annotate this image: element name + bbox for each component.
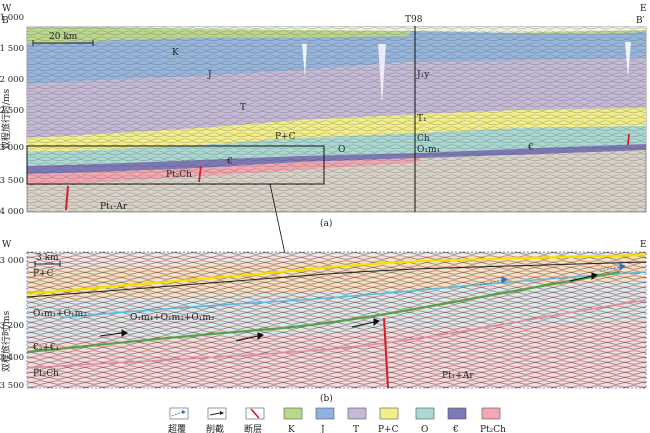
legend-label-fault: 断层 bbox=[244, 423, 262, 433]
panel-a-caption: (a) bbox=[320, 218, 332, 229]
horizon-pink bbox=[26, 299, 647, 369]
legend-label-t: T bbox=[353, 425, 359, 433]
fault-a1 bbox=[65, 185, 69, 211]
legend-item-o: O bbox=[415, 407, 435, 433]
label-k: K bbox=[172, 48, 179, 58]
panel-a-y-axis-label: 双程旅行时/ms bbox=[0, 88, 12, 150]
label-b-ptch: Pt₂Ch bbox=[33, 369, 59, 379]
well-label: T98 bbox=[405, 15, 423, 25]
y-tick-b-3000: 3 000 bbox=[0, 256, 24, 266]
label-pc: P+C bbox=[275, 132, 296, 142]
zoom-box bbox=[26, 145, 325, 185]
legend-item-t: T bbox=[347, 407, 367, 433]
legend-item-fault: 断层 bbox=[244, 407, 265, 433]
bright-anomaly-2 bbox=[378, 44, 386, 104]
y-tick-a-2500: 2 500 bbox=[0, 106, 24, 116]
label-jy: J₁y bbox=[416, 70, 430, 80]
seismic-texture-a bbox=[27, 27, 646, 212]
label-ch: Ch bbox=[417, 134, 430, 144]
panel-b-y-axis: 3 000 3 200 3 400 3 500 双程旅行时/ms bbox=[0, 256, 24, 391]
y-tick-b-3500: 3 500 bbox=[0, 381, 24, 391]
legend-label-cambrian: € bbox=[452, 425, 459, 433]
panel-a: W B E B′ T98 20 km bbox=[0, 4, 647, 255]
label-ptch: Pt₂Ch bbox=[166, 170, 192, 180]
y-tick-a-4000: 4 000 bbox=[0, 207, 24, 217]
fault-a2 bbox=[198, 165, 202, 183]
label-b-ptar: Pt₁+Ar bbox=[442, 371, 474, 381]
label-t: T bbox=[240, 103, 246, 113]
panel-b-caption: (b) bbox=[320, 393, 333, 404]
legend-label-onlap: 超覆 bbox=[168, 423, 186, 433]
label-ptar: Pt₁-Ar bbox=[100, 202, 128, 212]
y-tick-a-3500: 3 500 bbox=[0, 176, 24, 186]
legend-label-j: J bbox=[320, 425, 325, 433]
fault-b1 bbox=[383, 317, 389, 389]
label-cambrian-west: € bbox=[226, 157, 233, 167]
scale-bar-a: 20 km bbox=[32, 32, 94, 46]
legend-item-onlap: 超覆 bbox=[168, 407, 189, 433]
panel-a-right-section-label: B′ bbox=[636, 16, 645, 26]
legend-label-pc: P+C bbox=[378, 425, 399, 433]
panel-b-y-axis-label: 双程旅行时/ms bbox=[0, 310, 12, 372]
horizon-green bbox=[26, 270, 621, 354]
horizon-blue bbox=[59, 271, 647, 319]
onlap-arrows bbox=[479, 263, 626, 286]
horizon-yellow bbox=[26, 253, 647, 296]
legend-item-truncation: 削截 bbox=[206, 407, 227, 433]
panel-b-west-label: W bbox=[2, 240, 12, 250]
legend-item-k: K bbox=[283, 407, 303, 433]
label-b-cambrian: €₂+€₁ bbox=[32, 343, 59, 353]
y-tick-b-3200: 3 200 bbox=[0, 321, 24, 331]
legend-label-k: K bbox=[288, 425, 295, 433]
legend-item-ptch: Pt₂Ch bbox=[480, 407, 506, 433]
legend-label-ptch: Pt₂Ch bbox=[480, 425, 506, 433]
legend-item-j: J bbox=[315, 407, 335, 433]
panel-a-left-section-label: B bbox=[2, 16, 9, 26]
y-tick-a-2000: 2 000 bbox=[0, 75, 24, 85]
label-b-pc: P+C bbox=[33, 269, 54, 279]
scale-bar-b: 3 km bbox=[34, 253, 61, 267]
bright-anomaly-1 bbox=[302, 44, 307, 78]
y-tick-a-3000: 3 000 bbox=[0, 143, 24, 153]
zoom-connector bbox=[269, 183, 286, 255]
label-b-om1: O₁m₁+O₁m₂ bbox=[33, 309, 87, 319]
legend-label-truncation: 削截 bbox=[206, 423, 224, 433]
legend-item-pc: P+C bbox=[378, 407, 399, 433]
fault-a3 bbox=[627, 133, 630, 146]
panel-a-east-label: E bbox=[640, 4, 647, 14]
label-o: O bbox=[338, 145, 345, 155]
seismic-texture-b bbox=[27, 252, 646, 388]
scale-bar-b-label: 3 km bbox=[36, 253, 59, 263]
legend-item-cambrian: € bbox=[447, 407, 467, 433]
y-tick-a-1500: 1 500 bbox=[0, 44, 24, 54]
panel-b-east-label: E bbox=[640, 240, 647, 250]
truncation-arrows bbox=[99, 272, 598, 342]
scale-bar-a-label: 20 km bbox=[49, 32, 78, 42]
bright-anomaly-3 bbox=[625, 42, 631, 78]
label-om: O₁m₁ bbox=[417, 145, 440, 155]
panel-a-y-axis: 1 000 1 500 2 000 2 500 3 000 3 500 4 00… bbox=[0, 13, 24, 217]
legend: 超覆 削截 断层 K J T P+C bbox=[168, 407, 506, 433]
label-t1: T₁ bbox=[417, 114, 427, 124]
label-j: J bbox=[207, 70, 212, 80]
panel-b: W E 3 km bbox=[0, 240, 647, 404]
horizon-black bbox=[26, 261, 647, 298]
y-tick-a-1000: 1 000 bbox=[0, 13, 24, 23]
label-b-om2: O₁m₄+O₁m₃+O₁m₂ bbox=[130, 313, 215, 323]
panel-a-west-label: W bbox=[2, 4, 12, 14]
y-tick-b-3400: 3 400 bbox=[0, 353, 24, 363]
label-cambrian-east: € bbox=[527, 143, 534, 153]
legend-label-o: O bbox=[421, 425, 428, 433]
